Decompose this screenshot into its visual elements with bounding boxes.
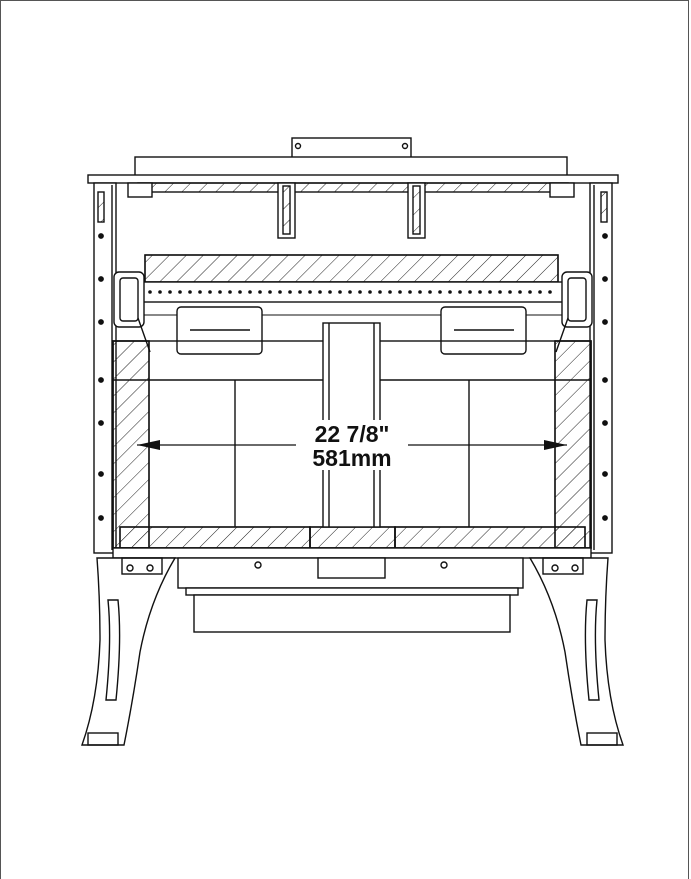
- tube-brackets: [113, 271, 593, 353]
- air-hole: [188, 290, 192, 294]
- air-hole: [438, 290, 442, 294]
- baffle-board: [144, 254, 559, 283]
- right-side-wall: [589, 182, 613, 554]
- air-hole: [178, 290, 182, 294]
- air-hole: [398, 290, 402, 294]
- air-hole: [468, 290, 472, 294]
- top-plate: [87, 174, 619, 198]
- air-hole: [458, 290, 462, 294]
- air-hole: [248, 290, 252, 294]
- air-hole: [508, 290, 512, 294]
- air-hole: [548, 290, 552, 294]
- air-hole: [258, 290, 262, 294]
- air-tube: [120, 281, 580, 316]
- left-leg: [81, 557, 177, 746]
- width-dimension-line: [137, 440, 567, 450]
- air-hole: [228, 290, 232, 294]
- right-leg: [528, 557, 624, 746]
- top-rear-rail: [134, 156, 568, 177]
- air-hole: [498, 290, 502, 294]
- air-hole: [538, 290, 542, 294]
- air-hole: [288, 290, 292, 294]
- air-hole: [428, 290, 432, 294]
- air-hole: [298, 290, 302, 294]
- air-hole: [338, 290, 342, 294]
- dimension-imperial: 22 7/8": [315, 421, 390, 447]
- air-hole: [168, 290, 172, 294]
- dimension-label: 22 7/8" 581mm: [296, 420, 408, 471]
- air-hole: [348, 290, 352, 294]
- air-hole: [368, 290, 372, 294]
- air-hole: [358, 290, 362, 294]
- air-hole: [278, 290, 282, 294]
- air-hole: [528, 290, 532, 294]
- air-hole: [218, 290, 222, 294]
- air-hole: [318, 290, 322, 294]
- air-hole: [388, 290, 392, 294]
- air-hole: [488, 290, 492, 294]
- air-hole: [478, 290, 482, 294]
- left-side-wall: [93, 182, 117, 554]
- baffle-supports: [277, 182, 426, 239]
- air-hole: [408, 290, 412, 294]
- air-hole: [198, 290, 202, 294]
- air-hole: [308, 290, 312, 294]
- dimension-metric: 581mm: [312, 445, 391, 471]
- deflectors: [176, 306, 527, 355]
- air-hole: [148, 290, 152, 294]
- air-hole: [328, 290, 332, 294]
- base-frame: [112, 547, 592, 633]
- air-hole: [518, 290, 522, 294]
- air-hole: [418, 290, 422, 294]
- air-hole: [378, 290, 382, 294]
- air-hole: [238, 290, 242, 294]
- air-hole: [208, 290, 212, 294]
- air-hole: [268, 290, 272, 294]
- air-hole: [158, 290, 162, 294]
- air-hole: [448, 290, 452, 294]
